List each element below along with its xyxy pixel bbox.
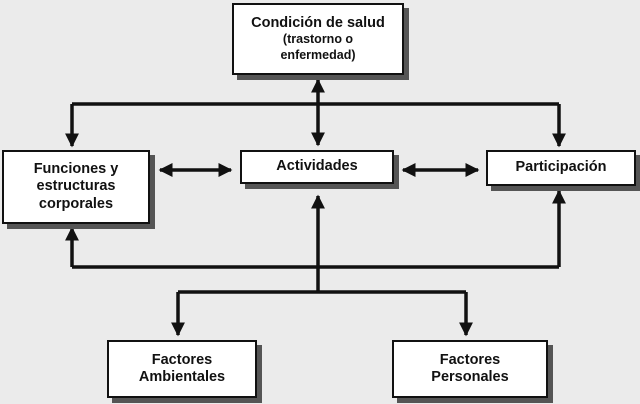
environmental-factors-line2: Ambientales	[138, 369, 226, 385]
health-condition-box: Condición de salud (trastorno o enfermed…	[232, 3, 404, 75]
body-functions-box: Funciones y estructuras corporales	[2, 150, 150, 224]
personal-factors-line2: Personales	[431, 369, 509, 385]
personal-factors-box: Factores Personales	[392, 340, 548, 398]
body-functions-line3: corporales	[38, 195, 114, 212]
environmental-factors-line1: Factores	[151, 351, 213, 368]
participation-box: Participación	[486, 150, 636, 186]
environmental-factors-box: Factores Ambientales	[107, 340, 257, 398]
body-functions-line2: estructuras	[36, 178, 116, 195]
health-condition-subtitle-line2: enfermedad)	[280, 47, 356, 62]
personal-factors-line1: Factores	[439, 351, 501, 368]
health-condition-subtitle-line1: (trastorno o	[282, 32, 354, 47]
activities-box: Actividades	[240, 150, 394, 184]
participation-label: Participación	[515, 159, 607, 176]
activities-label: Actividades	[276, 158, 358, 175]
body-functions-line1: Funciones y	[33, 160, 119, 177]
health-condition-title: Condición de salud	[251, 14, 385, 31]
